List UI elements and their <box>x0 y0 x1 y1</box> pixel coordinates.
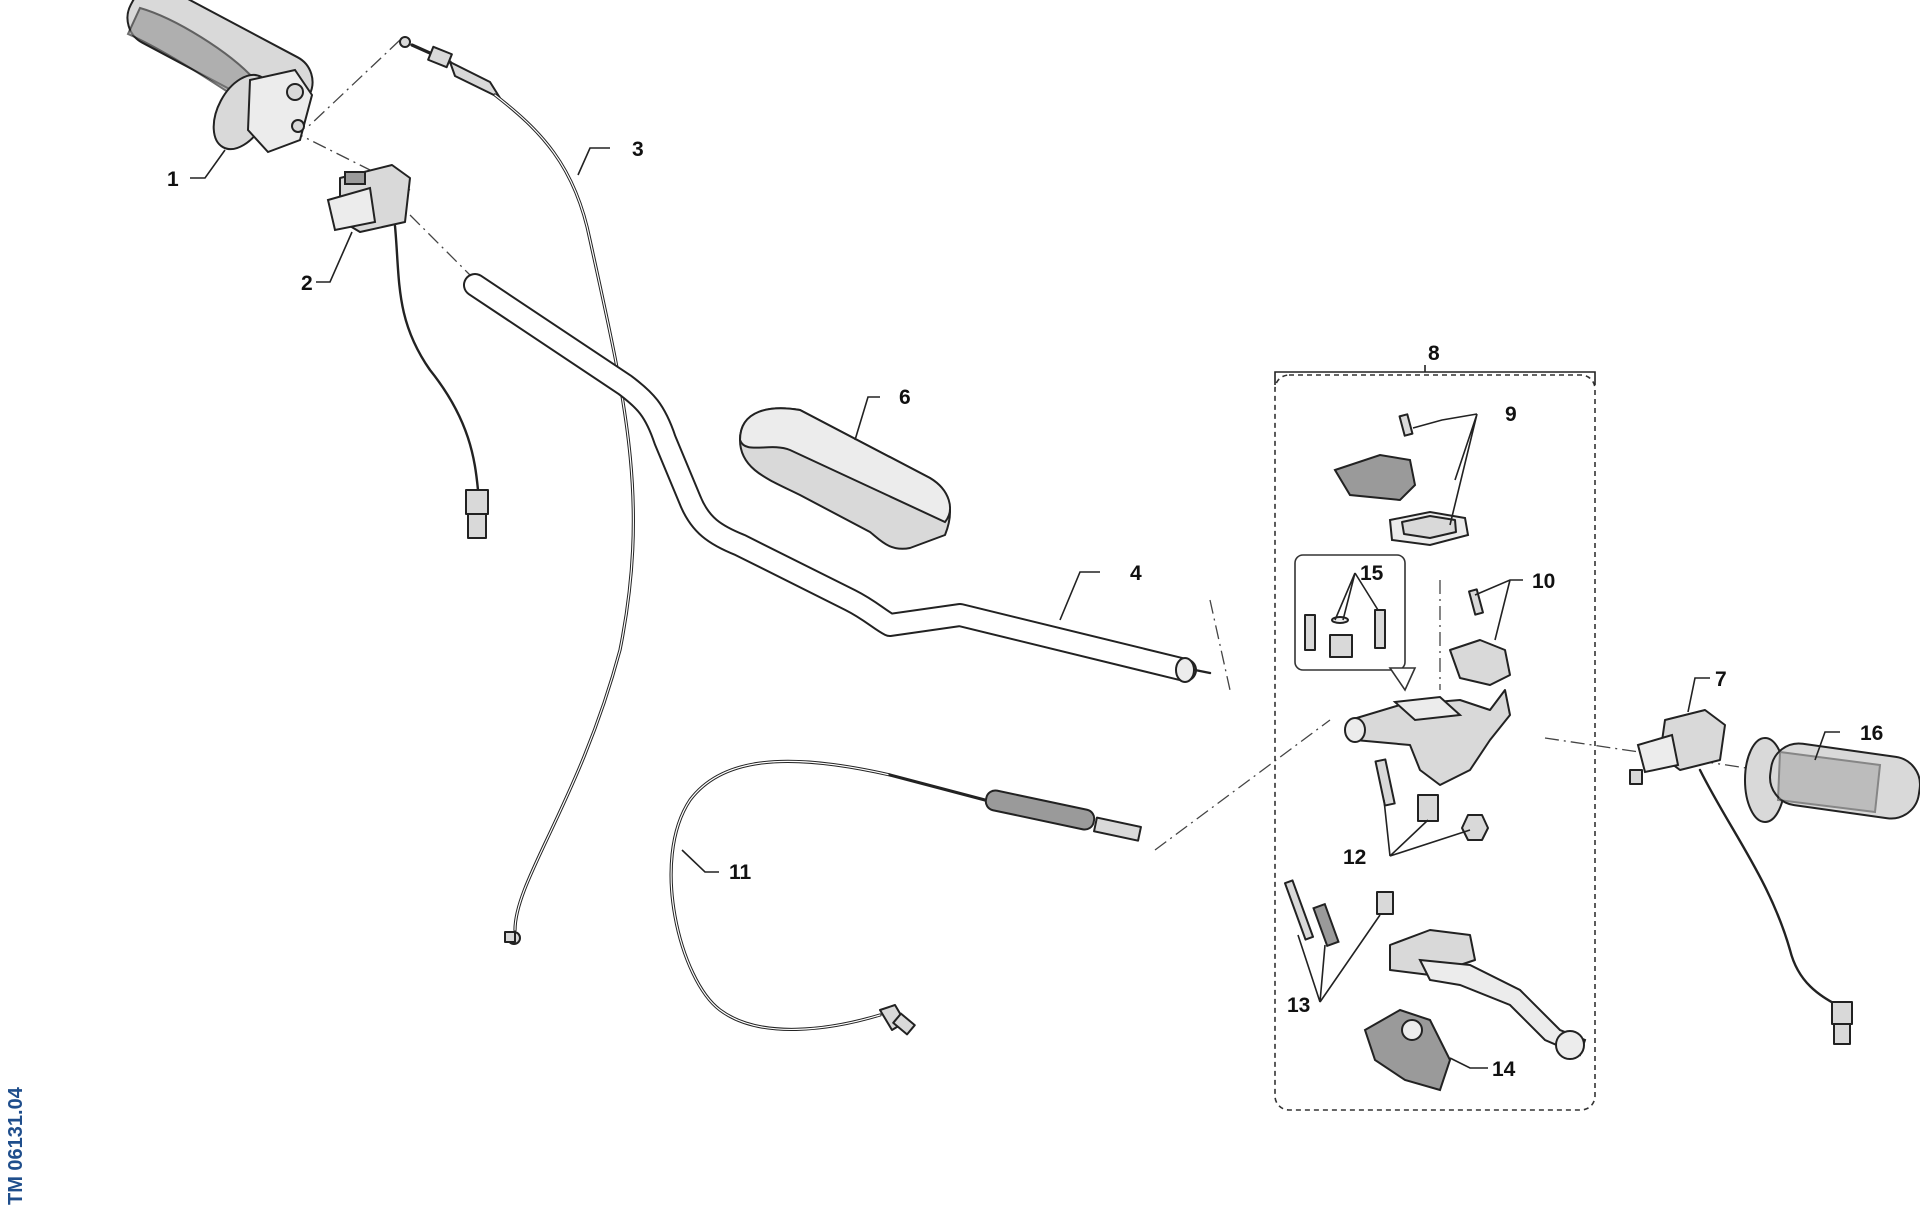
part-14-cover <box>1363 1008 1452 1092</box>
part-12-fasteners <box>1374 758 1489 841</box>
part-8-assembly-frame <box>1274 374 1596 1111</box>
part-3-throttle-cable <box>399 36 635 945</box>
callout-16: 16 <box>1860 722 1883 745</box>
callout-6: 6 <box>899 386 911 409</box>
callout-4: 4 <box>1130 562 1142 585</box>
callout-10: 10 <box>1532 570 1555 593</box>
part-6-bar-pad <box>738 407 951 550</box>
callout-7: 7 <box>1715 668 1727 691</box>
callout-2: 2 <box>301 272 313 295</box>
callout-9: 9 <box>1505 403 1517 426</box>
callout-3: 3 <box>632 138 644 161</box>
callout-labels: 1 2 3 4 6 7 8 9 10 11 12 13 14 15 16 <box>167 138 1883 1081</box>
callout-1: 1 <box>167 168 179 191</box>
callout-12: 12 <box>1343 846 1366 869</box>
callout-13: 13 <box>1287 994 1310 1017</box>
part-7-right-switch <box>1629 709 1853 1045</box>
assembly-lines <box>281 39 1761 851</box>
part-10-clamp <box>1449 588 1511 686</box>
leader-lines <box>190 147 1840 1069</box>
callout-8: 8 <box>1428 342 1440 365</box>
reference-code: TM 06131.04 <box>5 1086 27 1205</box>
callout-14: 14 <box>1492 1058 1516 1081</box>
part-4-handlebar <box>463 273 1212 683</box>
part-1-throttle-grip <box>126 0 314 154</box>
part-13-clutch-lever <box>1283 879 1587 1060</box>
part-2-left-switch <box>326 164 489 539</box>
part-16-grip <box>1744 737 1920 823</box>
callout-11: 11 <box>729 861 752 884</box>
part-9-reservoir-cap <box>1333 413 1470 547</box>
clutch-master-cylinder <box>1344 689 1511 786</box>
callout-15: 15 <box>1360 562 1384 585</box>
part-11-clutch-cable <box>669 759 1142 1036</box>
